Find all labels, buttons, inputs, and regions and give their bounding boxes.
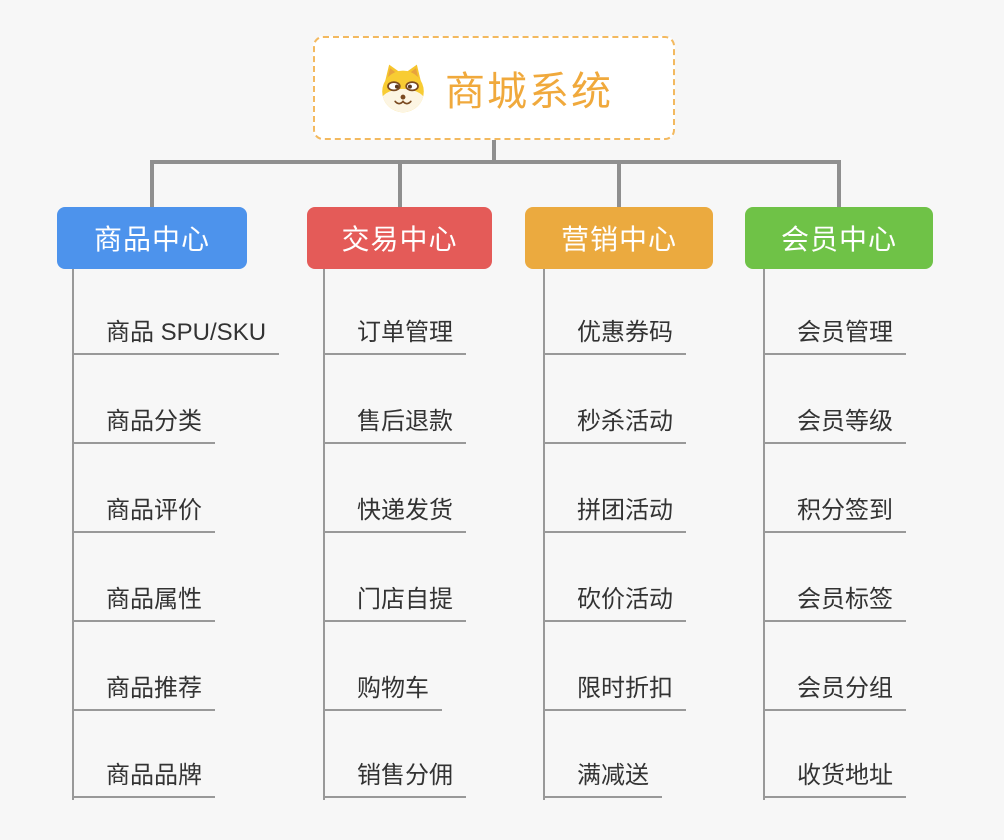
leaf-topic[interactable]: 快递发货 bbox=[323, 491, 466, 533]
leaf-topic[interactable]: 商品 SPU/SKU bbox=[72, 313, 280, 355]
leaf-topic[interactable]: 拼团活动 bbox=[543, 491, 686, 533]
branch-label: 营销中心 bbox=[560, 224, 677, 255]
branch-spine-1 bbox=[72, 269, 74, 800]
leaf-topic[interactable]: 售后退款 bbox=[323, 402, 466, 444]
leaf-topic[interactable]: 销售分佣 bbox=[323, 756, 466, 798]
branch-label: 会员中心 bbox=[780, 224, 897, 255]
leaf-topic[interactable]: 积分签到 bbox=[763, 491, 906, 533]
root-topic-title: 商城系统 bbox=[445, 70, 613, 114]
dog-face-icon bbox=[382, 64, 424, 113]
branch-topic-member-center[interactable]: 会员中心 bbox=[745, 207, 933, 269]
connector-stub-branch-1 bbox=[150, 160, 154, 207]
branch-topic-trade-center[interactable]: 交易中心 bbox=[307, 207, 492, 269]
leaf-topic[interactable]: 会员管理 bbox=[763, 313, 906, 355]
leaf-topic[interactable]: 商品品牌 bbox=[72, 756, 215, 798]
branch-topic-product-center[interactable]: 商品中心 bbox=[57, 207, 247, 269]
leaf-topic[interactable]: 优惠券码 bbox=[543, 313, 686, 355]
leaf-topic[interactable]: 商品评价 bbox=[72, 491, 215, 533]
leaf-topic[interactable]: 收货地址 bbox=[763, 756, 906, 798]
branch-spine-4 bbox=[763, 269, 765, 800]
leaf-topic[interactable]: 会员标签 bbox=[763, 580, 906, 622]
leaf-topic[interactable]: 满减送 bbox=[543, 756, 662, 798]
branch-spine-3 bbox=[543, 269, 545, 800]
branch-label: 交易中心 bbox=[341, 224, 458, 255]
leaf-topic[interactable]: 秒杀活动 bbox=[543, 402, 686, 444]
root-topic[interactable]: 商城系统 bbox=[313, 36, 675, 140]
leaf-topic[interactable]: 门店自提 bbox=[323, 580, 466, 622]
leaf-topic[interactable]: 购物车 bbox=[323, 669, 442, 711]
leaf-topic[interactable]: 商品推荐 bbox=[72, 669, 215, 711]
leaf-topic[interactable]: 会员分组 bbox=[763, 669, 906, 711]
connector-root-stub bbox=[492, 140, 496, 162]
connector-bus bbox=[150, 160, 839, 164]
branch-topic-marketing-center[interactable]: 营销中心 bbox=[525, 207, 713, 269]
leaf-topic[interactable]: 砍价活动 bbox=[543, 580, 686, 622]
branch-label: 商品中心 bbox=[93, 224, 210, 255]
leaf-topic[interactable]: 会员等级 bbox=[763, 402, 906, 444]
connector-stub-branch-2 bbox=[398, 160, 402, 207]
leaf-topic[interactable]: 限时折扣 bbox=[543, 669, 686, 711]
branch-spine-2 bbox=[323, 269, 325, 800]
leaf-topic[interactable]: 商品分类 bbox=[72, 402, 215, 444]
leaf-topic[interactable]: 订单管理 bbox=[323, 313, 466, 355]
leaf-topic[interactable]: 商品属性 bbox=[72, 580, 215, 622]
connector-stub-branch-4 bbox=[837, 160, 841, 207]
connector-stub-branch-3 bbox=[617, 160, 621, 207]
